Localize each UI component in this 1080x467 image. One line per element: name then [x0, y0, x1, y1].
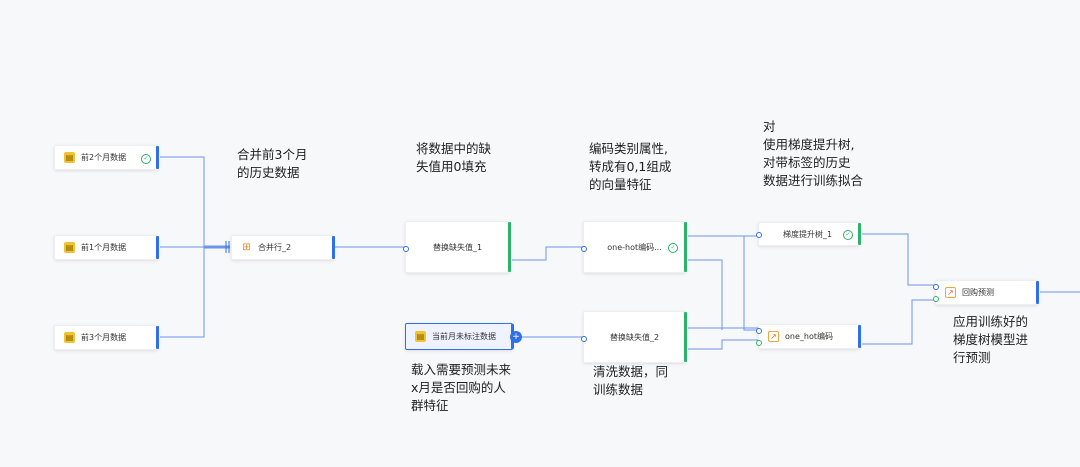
edge-replace1-onehot1 [512, 246, 583, 261]
edge-replace2-onehot2 [688, 339, 758, 350]
data-source-icon: ▤ [415, 331, 426, 342]
apply-model-icon: ↗ [768, 331, 779, 342]
annotation-apply: 应用训练好的 梯度树模型进 行预测 [953, 314, 1029, 365]
input-port[interactable] [581, 246, 587, 252]
node-prev-1-month-data[interactable]: ▤ 前1个月数据 [54, 235, 159, 260]
annotation-merge: 合并前3个月 的历史数据 [237, 147, 308, 180]
input-port[interactable] [756, 328, 762, 334]
node-label: one_hot编码 [785, 332, 833, 341]
add-connection-icon[interactable]: + [510, 331, 522, 343]
success-check-icon: ✓ [141, 154, 151, 164]
output-port-bar[interactable] [156, 146, 159, 169]
success-check-icon: ✓ [668, 243, 678, 253]
input-port[interactable] [933, 284, 939, 290]
output-port-bar[interactable] [1036, 281, 1039, 304]
output-port-bar[interactable] [858, 325, 861, 348]
output-port-bar[interactable] [508, 222, 511, 272]
node-label: 替换缺失值_1 [432, 242, 483, 252]
output-port-bar[interactable] [332, 236, 335, 259]
node-label: 前1个月数据 [81, 243, 127, 252]
node-label: 替换缺失值_2 [609, 332, 660, 342]
node-merge-rows[interactable]: ⊞ 合并行_2 [231, 235, 335, 260]
edge-prev3-merge [160, 247, 230, 338]
apply-model-icon: ↗ [945, 287, 956, 298]
edge-onehot2-predict [862, 299, 935, 345]
node-repurchase-prediction[interactable]: ↗ 回购预测 [933, 280, 1039, 305]
node-label: 当前月未标注数据 [432, 332, 496, 341]
annotation-fill-missing: 将数据中的缺 失值用0填充 [416, 141, 492, 174]
edge-onehot1-onehot2 [688, 235, 758, 331]
node-one-hot-encoding-1[interactable]: one-hot编码... ✓ [581, 221, 687, 273]
output-port-bar[interactable] [156, 236, 159, 259]
node-gradient-boosting-tree[interactable]: 梯度提升树_1 ✓ [756, 222, 861, 246]
edge-onehot1-down [688, 259, 723, 330]
output-port-bar[interactable] [684, 222, 687, 272]
annotation-clean: 清洗数据，同 训练数据 [593, 364, 669, 397]
node-label: 合并行_2 [258, 243, 292, 252]
data-source-icon: ▤ [64, 332, 75, 343]
output-port-bar[interactable] [156, 326, 159, 349]
output-port-bar[interactable] [858, 223, 861, 245]
node-prev-2-month-data[interactable]: ▤ 前2个月数据 ✓ [54, 145, 159, 170]
output-port-bar[interactable] [684, 312, 687, 362]
node-label: 前3个月数据 [81, 333, 127, 342]
annotation-gbdt: 对 使用梯度提升树, 对带标签的历史 数据进行训练拟合 [763, 119, 864, 188]
success-check-icon: ✓ [843, 230, 853, 240]
annotation-load: 载入需要预测未来 x月是否回购的人 群特征 [411, 362, 512, 413]
input-port[interactable] [756, 340, 762, 346]
node-replace-missing-2[interactable]: 替换缺失值_2 [581, 311, 687, 363]
input-port[interactable] [756, 232, 762, 238]
edge-gbdt-predict [862, 233, 935, 286]
node-current-month-unlabeled[interactable]: ▤ 当前月未标注数据 + [405, 323, 522, 350]
edge-prev2-merge [160, 156, 230, 247]
input-port[interactable] [581, 336, 587, 342]
node-label: 梯度提升树_1 [783, 229, 833, 239]
node-prev-3-month-data[interactable]: ▤ 前3个月数据 [54, 325, 159, 350]
node-label: one-hot编码... [607, 242, 662, 252]
annotation-encode: 编码类别属性, 转成有0,1组成 的向量特征 [589, 141, 672, 192]
node-one-hot-encoding-2[interactable]: ↗ one_hot编码 [756, 324, 861, 349]
input-port[interactable] [933, 296, 939, 302]
input-port[interactable] [403, 246, 409, 252]
data-source-icon: ▤ [64, 152, 75, 163]
data-source-icon: ▤ [64, 242, 75, 253]
node-replace-missing-1[interactable]: 替换缺失值_1 [403, 221, 511, 273]
merge-rows-icon: ⊞ [241, 242, 252, 253]
node-label: 回购预测 [962, 288, 994, 297]
node-label: 前2个月数据 [81, 153, 127, 162]
